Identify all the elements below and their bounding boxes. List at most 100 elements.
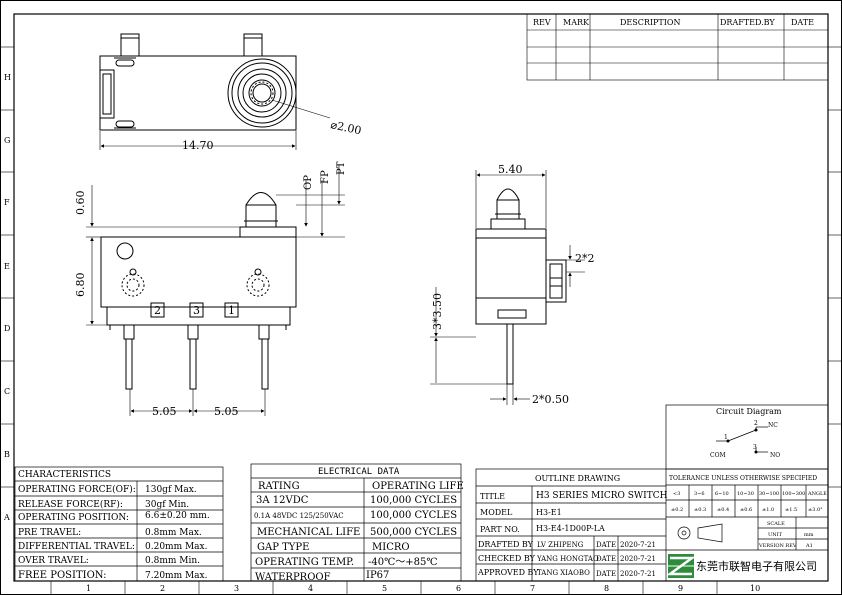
electrical-title: ELECTRICAL DATA: [318, 467, 400, 477]
top-view: [99, 33, 331, 131]
circuit-title: Circuit Diagram: [716, 407, 782, 416]
electrical-table: [250, 463, 462, 582]
circuit-no: NO: [770, 452, 780, 459]
col-label: 8: [604, 584, 609, 593]
side-view: [475, 188, 567, 385]
col-label: 9: [678, 584, 683, 593]
side-small-label: 2*2: [575, 252, 595, 265]
spec-label: MECHANICAL LIFE: [257, 527, 360, 538]
char-value: 30gf Min.: [145, 500, 189, 510]
unit-value: mm: [804, 532, 814, 538]
char-label: PRE TRAVEL:: [18, 528, 81, 538]
tol-value: ±1.0: [762, 507, 774, 513]
revision-table: [526, 13, 829, 81]
circuit-pin: 2: [754, 420, 758, 427]
char-label: OPERATING FORCE(OF):: [18, 484, 136, 495]
nc-node: [754, 428, 758, 432]
circuit-pin: 1: [724, 434, 728, 441]
row-labels: H G F E D C B A: [3, 73, 11, 522]
char-value: 0.8mm Max.: [145, 528, 202, 538]
front-height-dimensions: [86, 165, 345, 326]
col-labels: 1 2 3 4 5 6 7 8 9 10: [86, 584, 760, 593]
char-label: OVER TRAVEL:: [18, 556, 89, 566]
tol-range: ANGLE: [807, 491, 827, 497]
title-block: [475, 468, 829, 582]
date-label: DATE: [596, 541, 616, 549]
row-label: H: [4, 73, 11, 82]
company-name: 东莞市联智电子有限公司: [696, 559, 817, 573]
char-value: 7.20mm Max.: [145, 571, 208, 581]
tol-range: 3~6: [694, 491, 705, 497]
drafted-value: LV ZHIPENG: [537, 541, 584, 549]
rating-value: 3A 12VDC: [256, 495, 309, 506]
tol-range: 30~100: [759, 491, 779, 497]
date-value: 2020-7-21: [620, 555, 656, 563]
side-dimensions: [430, 170, 585, 405]
front-view: [100, 192, 297, 390]
date-header: DATE: [791, 18, 814, 27]
tol-value: ±0.3: [694, 507, 706, 513]
checked-value: YANG HONGTAO: [536, 555, 599, 563]
row-label: B: [4, 450, 10, 459]
char-value: 0.20mm Max.: [145, 542, 208, 552]
approved-value: TANG XIAOBO: [537, 569, 590, 577]
tol-range: 100~300: [782, 491, 805, 497]
front-offset-label: 0.60: [74, 191, 87, 216]
col-label: 2: [160, 584, 165, 593]
row-label: D: [4, 324, 10, 333]
front-height-label: 6.80: [74, 273, 87, 298]
spec-label: WATERPROOF: [255, 572, 331, 583]
tol-value: ±0.6: [740, 507, 752, 513]
description-header: DESCRIPTION: [620, 18, 680, 27]
spec-label: OPERATING TEMP.: [255, 557, 354, 568]
tol-value: ±0.4: [717, 507, 729, 513]
life-value: 100,000 CYCLES: [370, 495, 457, 506]
drafted-label: DRAFTED BY: [478, 540, 534, 549]
tol-range: <3: [673, 491, 680, 497]
life-value: 100,000 CYCLES: [370, 510, 457, 521]
col-label: 4: [308, 584, 313, 593]
mark-header: MARK: [563, 18, 590, 27]
char-label: RELEASE FORCE(RF):: [18, 499, 123, 510]
circuit-pin: 3: [753, 444, 757, 451]
row-label: G: [4, 136, 10, 145]
outline-drawing-label: OUTLINE DRAWING: [535, 474, 620, 483]
characteristics-title: CHARACTERISTICS: [18, 470, 111, 480]
pin-label: 1: [228, 304, 235, 317]
char-label: DIFFERENTIAL TRAVEL:: [18, 542, 135, 552]
top-width-label: 14.70: [182, 139, 214, 152]
pitch-label-right: 5.05: [214, 405, 239, 418]
row-label: A: [3, 513, 10, 522]
date-value: 2020-7-21: [620, 541, 656, 549]
char-label: FREE POSITION:: [18, 570, 107, 581]
title-value: H3 SERIES MICRO SWITCH: [536, 491, 668, 501]
spec-value: 500,000 CYCLES: [370, 527, 457, 538]
tol-range: 6~10: [715, 491, 729, 497]
circuit-nc: NC: [768, 422, 778, 429]
tol-value: ±3.0°: [808, 507, 823, 513]
characteristics-table: [14, 466, 224, 582]
circuit-com: COM: [710, 452, 726, 459]
col-label: 5: [382, 584, 387, 593]
date-label: DATE: [596, 555, 616, 563]
top-width-dimension: [99, 131, 297, 150]
char-value: 0.8mm Min.: [145, 556, 200, 566]
col-label: 6: [456, 584, 461, 593]
title-label: TITLE: [480, 492, 505, 501]
spec-value: IP67: [366, 570, 389, 581]
fp-label: FP: [320, 170, 331, 184]
drafted-header: DRAFTED.BY: [720, 18, 775, 27]
pt-label: PT: [336, 161, 347, 175]
checked-label: CHECKED BY: [478, 554, 536, 563]
projection-symbol-icon: [677, 523, 723, 543]
tolerance-title: TOLERANCE UNLESS OTHERWISE SPECIFIED: [669, 475, 817, 482]
pin-pitch-dimension: [129, 389, 266, 416]
spec-label: GAP TYPE: [257, 542, 309, 553]
hole-diameter-label: ⌀2.00: [329, 118, 362, 137]
tol-value: ±0.2: [671, 507, 683, 513]
col-label: 1: [86, 584, 91, 593]
tol-range: 10~30: [737, 491, 754, 497]
op-label: OP: [303, 175, 314, 190]
unit-label: UNIT: [768, 532, 783, 538]
